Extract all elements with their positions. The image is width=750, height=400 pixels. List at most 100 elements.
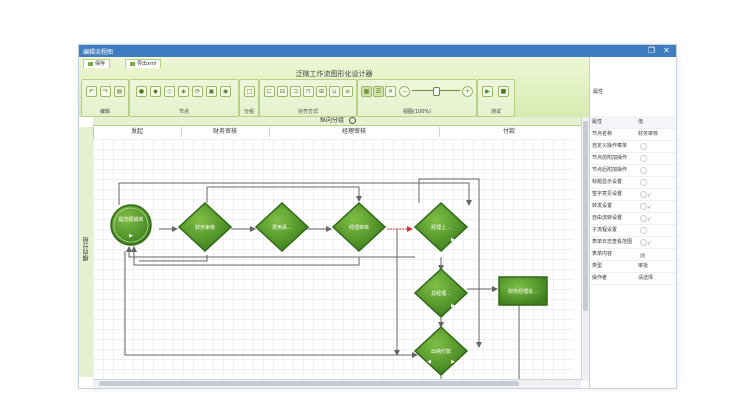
edge[interactable]: [206, 186, 362, 203]
zoom-out-icon[interactable]: −: [399, 86, 410, 97]
redo-icon[interactable]: ↷: [100, 86, 111, 97]
tab-export-label: 导出xml: [137, 61, 157, 67]
align-center-icon[interactable]: ⊟: [277, 86, 288, 97]
ribbon: 保存 导出xml 泛微工作流图形化设计器 ↶ ↷ ▤ 编辑 ● ◆ ◇ ◈ ⟳ …: [79, 57, 589, 118]
edge[interactable]: [131, 246, 360, 266]
flow-diagram[interactable]: 提交报销单 ▶ 财务审核 费用承... 经理审核 经理上... ▶: [79, 117, 581, 379]
node-manager-review[interactable]: 经理审核: [331, 201, 387, 253]
node-start-icon[interactable]: ●: [136, 86, 147, 97]
node-general-manager[interactable]: 总经理... ▶: [413, 267, 469, 319]
stop-icon[interactable]: ■: [498, 86, 509, 97]
property-key: 节点名称: [592, 131, 613, 137]
col-value-label: 值: [638, 119, 644, 125]
group-test: ▶ ■ 测试: [477, 79, 515, 117]
property-value[interactable]: 请选择: [638, 275, 654, 281]
vertical-scrollbar[interactable]: [581, 117, 589, 381]
vertical-scroll-thumb[interactable]: [583, 121, 588, 311]
align-right-icon[interactable]: ⊐: [290, 86, 301, 97]
paste-icon[interactable]: ▤: [114, 86, 125, 97]
edit-property-icon[interactable]: [640, 191, 647, 198]
close-icon[interactable]: ✕: [663, 46, 670, 55]
grid-view-icon[interactable]: ▦: [361, 86, 372, 97]
node-cashier-payment[interactable]: 出纳付款 ◀ ▶: [413, 325, 469, 377]
align-left-icon[interactable]: ⊏: [264, 86, 275, 97]
group-box-icon[interactable]: □: [244, 86, 255, 97]
property-row[interactable]: 操作者 请选择: [590, 272, 676, 285]
node-end-icon[interactable]: ◉: [220, 86, 231, 97]
property-row[interactable]: 节点前附加操作: [590, 152, 676, 165]
node-cost-bearer[interactable]: 费用承...: [254, 201, 310, 253]
node-finance-review[interactable]: 财务审核: [177, 201, 233, 253]
edge[interactable]: [124, 251, 418, 358]
document-icon[interactable]: ▤: [640, 252, 646, 259]
property-key: 转发设置: [592, 203, 613, 209]
align-distribute-icon[interactable]: ≡: [342, 86, 353, 97]
align-top-icon[interactable]: ⊓: [303, 86, 314, 97]
property-row[interactable]: 表单内容▤: [590, 248, 676, 261]
edge[interactable]: [139, 255, 208, 262]
node-manager-superior[interactable]: 经理上... ▶: [413, 201, 469, 253]
property-row[interactable]: 自由流转设置✓: [590, 212, 676, 225]
window-title: 编辑流程图: [83, 49, 114, 56]
property-row[interactable]: 表单日志查看范围✓: [590, 236, 676, 249]
edit-property-icon[interactable]: [640, 143, 647, 150]
edit-property-icon[interactable]: [640, 215, 647, 222]
column-header-payment: 付款: [502, 128, 515, 135]
tab-save[interactable]: 保存: [83, 59, 111, 68]
canvas-grid: [93, 139, 573, 379]
align-middle-icon[interactable]: ⊞: [316, 86, 327, 97]
property-row[interactable]: 子流程设置: [590, 224, 676, 237]
property-row[interactable]: 标题显示设置: [590, 176, 676, 189]
list-view-icon[interactable]: ☰: [373, 86, 384, 97]
property-row[interactable]: 转发设置 ✓: [590, 200, 676, 213]
play-icon[interactable]: ▶: [482, 86, 493, 97]
property-row[interactable]: 节点名称 财务审核: [590, 128, 676, 141]
edit-property-icon[interactable]: [640, 167, 647, 174]
edit-property-icon[interactable]: [640, 155, 647, 162]
property-row[interactable]: 自定义操作菜单: [590, 140, 676, 153]
edge[interactable]: [418, 178, 482, 348]
edit-property-icon[interactable]: [640, 227, 647, 234]
node-merge-icon[interactable]: ◈: [178, 86, 189, 97]
node-branch-icon[interactable]: ◇: [164, 86, 175, 97]
node-action-icon: ▶: [451, 303, 455, 309]
node-finance-manager[interactable]: 财务经理处...: [498, 276, 548, 306]
edit-property-icon[interactable]: [640, 239, 647, 246]
group-view-label: 视图(100%): [402, 109, 432, 115]
edit-property-icon[interactable]: [640, 203, 647, 210]
zoom-slider-thumb[interactable]: [433, 87, 440, 96]
checkmark-icon: ✓: [647, 204, 653, 211]
node-process-icon[interactable]: ◆: [150, 86, 161, 97]
edge[interactable]: [118, 182, 472, 206]
flow-canvas[interactable]: 纵向分组 横向分组 发起 财务审核 经理审核 付款: [79, 117, 589, 388]
property-key: 标题显示设置: [592, 179, 623, 185]
horizontal-scroll-thumb[interactable]: [99, 381, 519, 386]
node-subflow-icon[interactable]: ▣: [206, 86, 217, 97]
node-link-icon[interactable]: ⟳: [192, 86, 203, 97]
align-bottom-icon[interactable]: ⊔: [329, 86, 340, 97]
collapse-lane-icon[interactable]: [348, 117, 356, 124]
node-submit[interactable]: 提交报销单 ▶: [110, 204, 152, 246]
property-row[interactable]: 类型审批: [590, 260, 676, 273]
checkmark-icon: ✓: [647, 240, 653, 247]
undo-icon[interactable]: ↶: [86, 86, 97, 97]
export-icon: [130, 61, 135, 66]
property-value[interactable]: 审批: [638, 263, 649, 269]
tab-export-xml[interactable]: 导出xml: [125, 59, 162, 68]
property-row[interactable]: 签字意见设置✓: [590, 188, 676, 201]
properties-section-label: 属性: [593, 89, 604, 95]
group-test-label: 测试: [490, 109, 501, 115]
col-prop-label: 属性: [592, 119, 603, 125]
restore-icon[interactable]: ❐: [647, 46, 656, 55]
horizontal-scrollbar[interactable]: [93, 379, 581, 388]
edit-property-icon[interactable]: [640, 179, 647, 186]
edge[interactable]: [126, 246, 415, 258]
delete-line-icon[interactable]: ✕: [385, 86, 396, 97]
group-group-label: 分组: [243, 109, 254, 115]
node-label: 总经理...: [431, 290, 451, 297]
property-value[interactable]: 财务审核: [638, 131, 659, 137]
group-edit-label: 编辑: [99, 109, 110, 115]
property-key: 操作者: [592, 275, 608, 281]
property-row[interactable]: 节点后附加操作: [590, 164, 676, 177]
zoom-in-icon[interactable]: +: [462, 86, 473, 97]
